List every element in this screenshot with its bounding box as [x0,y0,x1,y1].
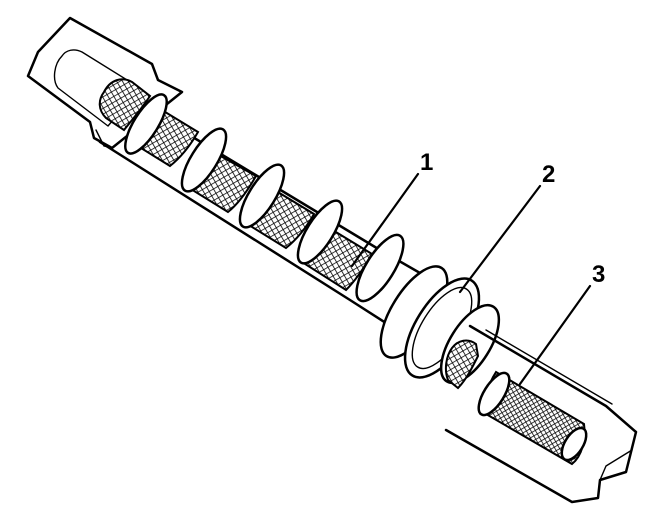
callout-3-label: 3 [592,261,605,288]
callout-2-leader [458,184,542,294]
tube-ribs [124,93,405,303]
callout-1-leader [350,172,420,268]
outlet-end-housing [444,324,638,504]
callout-3-leader [518,284,592,386]
callout-1-label: 1 [420,149,433,176]
callout-2-label: 2 [542,161,555,188]
expansion-tube [26,16,638,504]
outlet-filter-screen [444,339,588,466]
